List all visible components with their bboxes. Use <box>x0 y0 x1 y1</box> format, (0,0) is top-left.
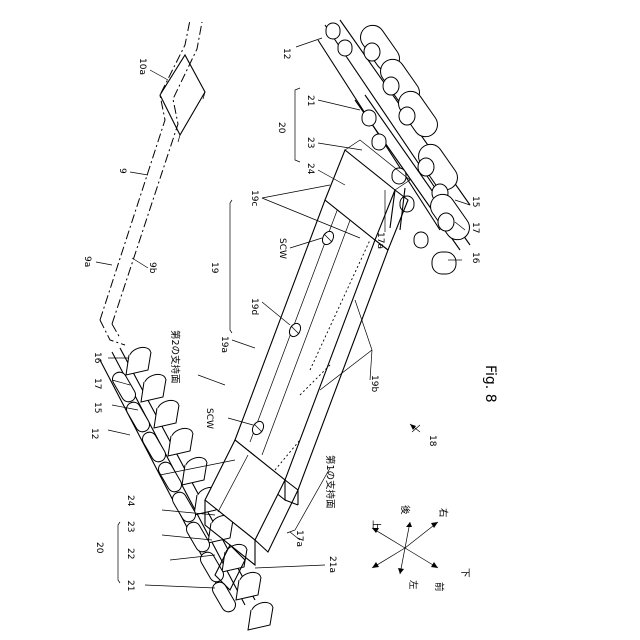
hose-9 <box>100 20 202 345</box>
callout-second-support-surface: 第2の支持面 <box>169 330 181 384</box>
label-12-left: 12 <box>89 428 99 439</box>
label-16-left: 16 <box>92 352 102 364</box>
direction-right: 右 <box>437 508 449 518</box>
arrow-18 <box>410 424 420 432</box>
box-10a <box>160 55 205 142</box>
label-12-right: 12 <box>281 48 291 59</box>
label-22: 22 <box>125 548 135 559</box>
callout-first-support-surface: 第1の支持面 <box>324 455 336 509</box>
label-17-left: 17 <box>92 378 102 389</box>
label-9a: 9a <box>82 256 92 267</box>
direction-left: 左 <box>407 580 419 590</box>
direction-front: 前 <box>433 582 445 592</box>
label-20-right: 20 <box>276 122 286 134</box>
label-scw-lower: SCW <box>204 408 214 429</box>
label-24-left: 24 <box>125 495 135 507</box>
label-scw-upper: SCW <box>277 238 287 259</box>
label-23-right: 23 <box>305 137 315 148</box>
label-19d: 19d <box>249 298 259 315</box>
label-10a: 10a <box>137 58 147 75</box>
label-17a-left: 17a <box>294 530 304 547</box>
label-9: 9 <box>117 168 127 174</box>
label-19: 19 <box>209 262 219 274</box>
label-24-right: 24 <box>305 163 315 175</box>
label-23-left: 23 <box>125 521 135 532</box>
label-15-right: 15 <box>470 196 480 207</box>
direction-up: 上 <box>370 520 381 530</box>
label-20-left: 20 <box>94 542 104 554</box>
direction-down: 下 <box>459 568 470 578</box>
label-15-left: 15 <box>92 402 102 413</box>
label-21-right: 21 <box>305 95 315 106</box>
label-19c: 19c <box>249 190 259 206</box>
label-17-right: 17 <box>470 222 480 233</box>
label-21a: 21a <box>327 556 337 573</box>
direction-rose <box>372 522 438 574</box>
label-16-right: 16 <box>470 252 480 264</box>
figure-caption: Fig. 8 <box>482 365 498 403</box>
direction-labels: 後 右 上 下 左 前 <box>370 505 470 592</box>
label-19a: 19a <box>219 336 229 353</box>
label-21-left: 21 <box>125 580 135 591</box>
direction-back: 後 <box>399 505 411 515</box>
label-17a-right: 17a <box>375 232 385 249</box>
label-18: 18 <box>427 435 437 447</box>
label-9b: 9b <box>147 262 157 274</box>
label-19b: 19b <box>369 375 379 392</box>
